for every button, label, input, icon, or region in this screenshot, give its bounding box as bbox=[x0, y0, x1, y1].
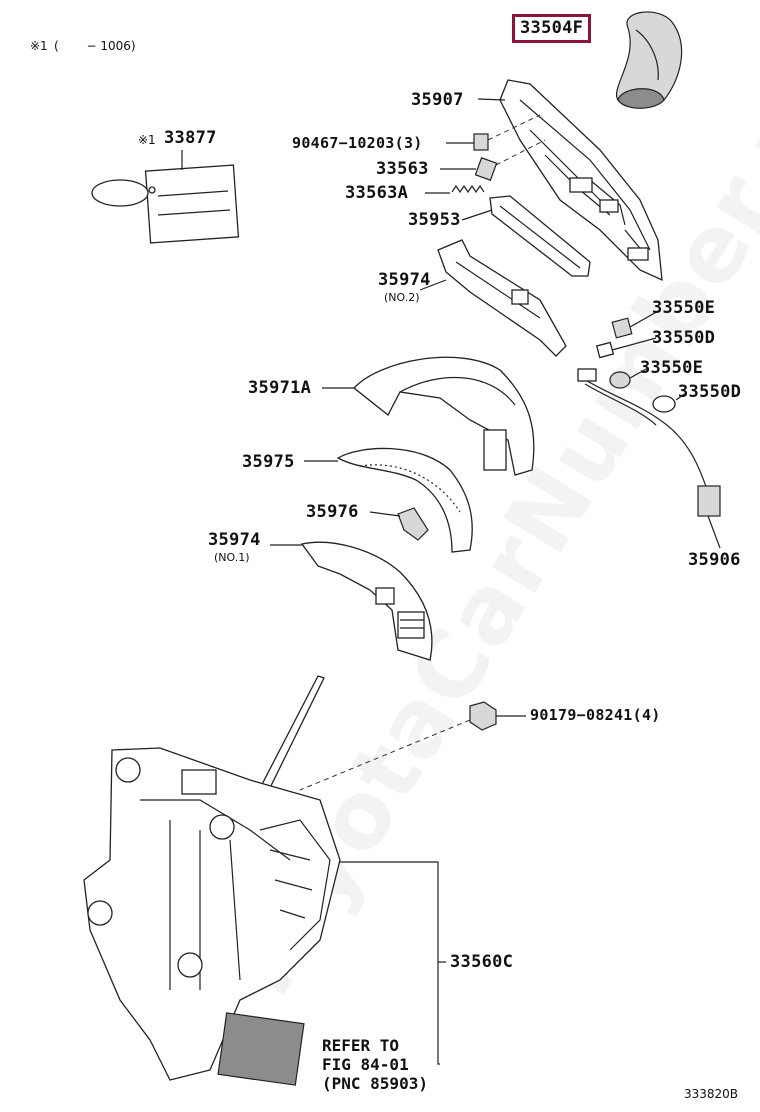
part-label-90179[interactable]: 90179−08241(4) bbox=[530, 706, 661, 724]
part-label-33550E-b[interactable]: 33550E bbox=[640, 358, 704, 378]
cover-35974-no1 bbox=[300, 541, 433, 661]
part-label-35974-no2[interactable]: 35974 bbox=[378, 270, 431, 290]
spring-33563A bbox=[451, 184, 485, 194]
part-label-33560C[interactable]: 33560C bbox=[450, 952, 514, 972]
sector-35975 bbox=[336, 447, 473, 553]
part-label-33504F[interactable]: 33504F bbox=[512, 14, 592, 43]
part-label-33550D-b[interactable]: 33550D bbox=[678, 382, 742, 402]
part-label-90467[interactable]: 90467−10203(3) bbox=[292, 134, 423, 152]
part-label-35971A[interactable]: 35971A bbox=[248, 378, 312, 398]
part-label-35976[interactable]: 35976 bbox=[306, 502, 359, 522]
plate-35976 bbox=[397, 507, 429, 541]
shift-panel bbox=[499, 79, 663, 282]
part-sub-35974-no2: (NO.2) bbox=[384, 291, 420, 304]
nut-90179 bbox=[469, 701, 497, 731]
shift-lever-assembly bbox=[83, 675, 341, 1086]
part-label-33550D-a[interactable]: 33550D bbox=[652, 328, 716, 348]
label-plate-33877 bbox=[91, 164, 240, 244]
part-label-35953[interactable]: 35953 bbox=[408, 210, 461, 230]
part-label-35974-no1[interactable]: 35974 bbox=[208, 530, 261, 550]
figure-id: 333820B bbox=[684, 1087, 739, 1101]
note-mark-33877: ※1 bbox=[138, 133, 156, 147]
part-label-33550E-a[interactable]: 33550E bbox=[652, 298, 716, 318]
part-label-33563A[interactable]: 33563A bbox=[345, 183, 409, 203]
shift-knob bbox=[616, 11, 683, 109]
lamp-harness-35906 bbox=[577, 317, 721, 517]
cover-35974-no2 bbox=[437, 239, 567, 357]
pin-33563 bbox=[474, 157, 498, 181]
note-range: ( − 1006) bbox=[54, 39, 136, 53]
part-label-35907[interactable]: 35907 bbox=[411, 90, 464, 110]
note-mark: ※1 bbox=[30, 39, 48, 53]
refer-note[interactable]: REFER TO FIG 84-01 (PNC 85903) bbox=[322, 1036, 428, 1093]
part-label-33563[interactable]: 33563 bbox=[376, 159, 429, 179]
part-label-33877[interactable]: 33877 bbox=[164, 128, 217, 148]
part-label-35975[interactable]: 35975 bbox=[242, 452, 295, 472]
clip-90467 bbox=[473, 133, 489, 151]
slide-plate-35953 bbox=[489, 195, 591, 277]
cover-35971A bbox=[353, 356, 535, 476]
part-label-35906[interactable]: 35906 bbox=[688, 550, 741, 570]
part-sub-35974-no1: (NO.1) bbox=[214, 551, 250, 564]
